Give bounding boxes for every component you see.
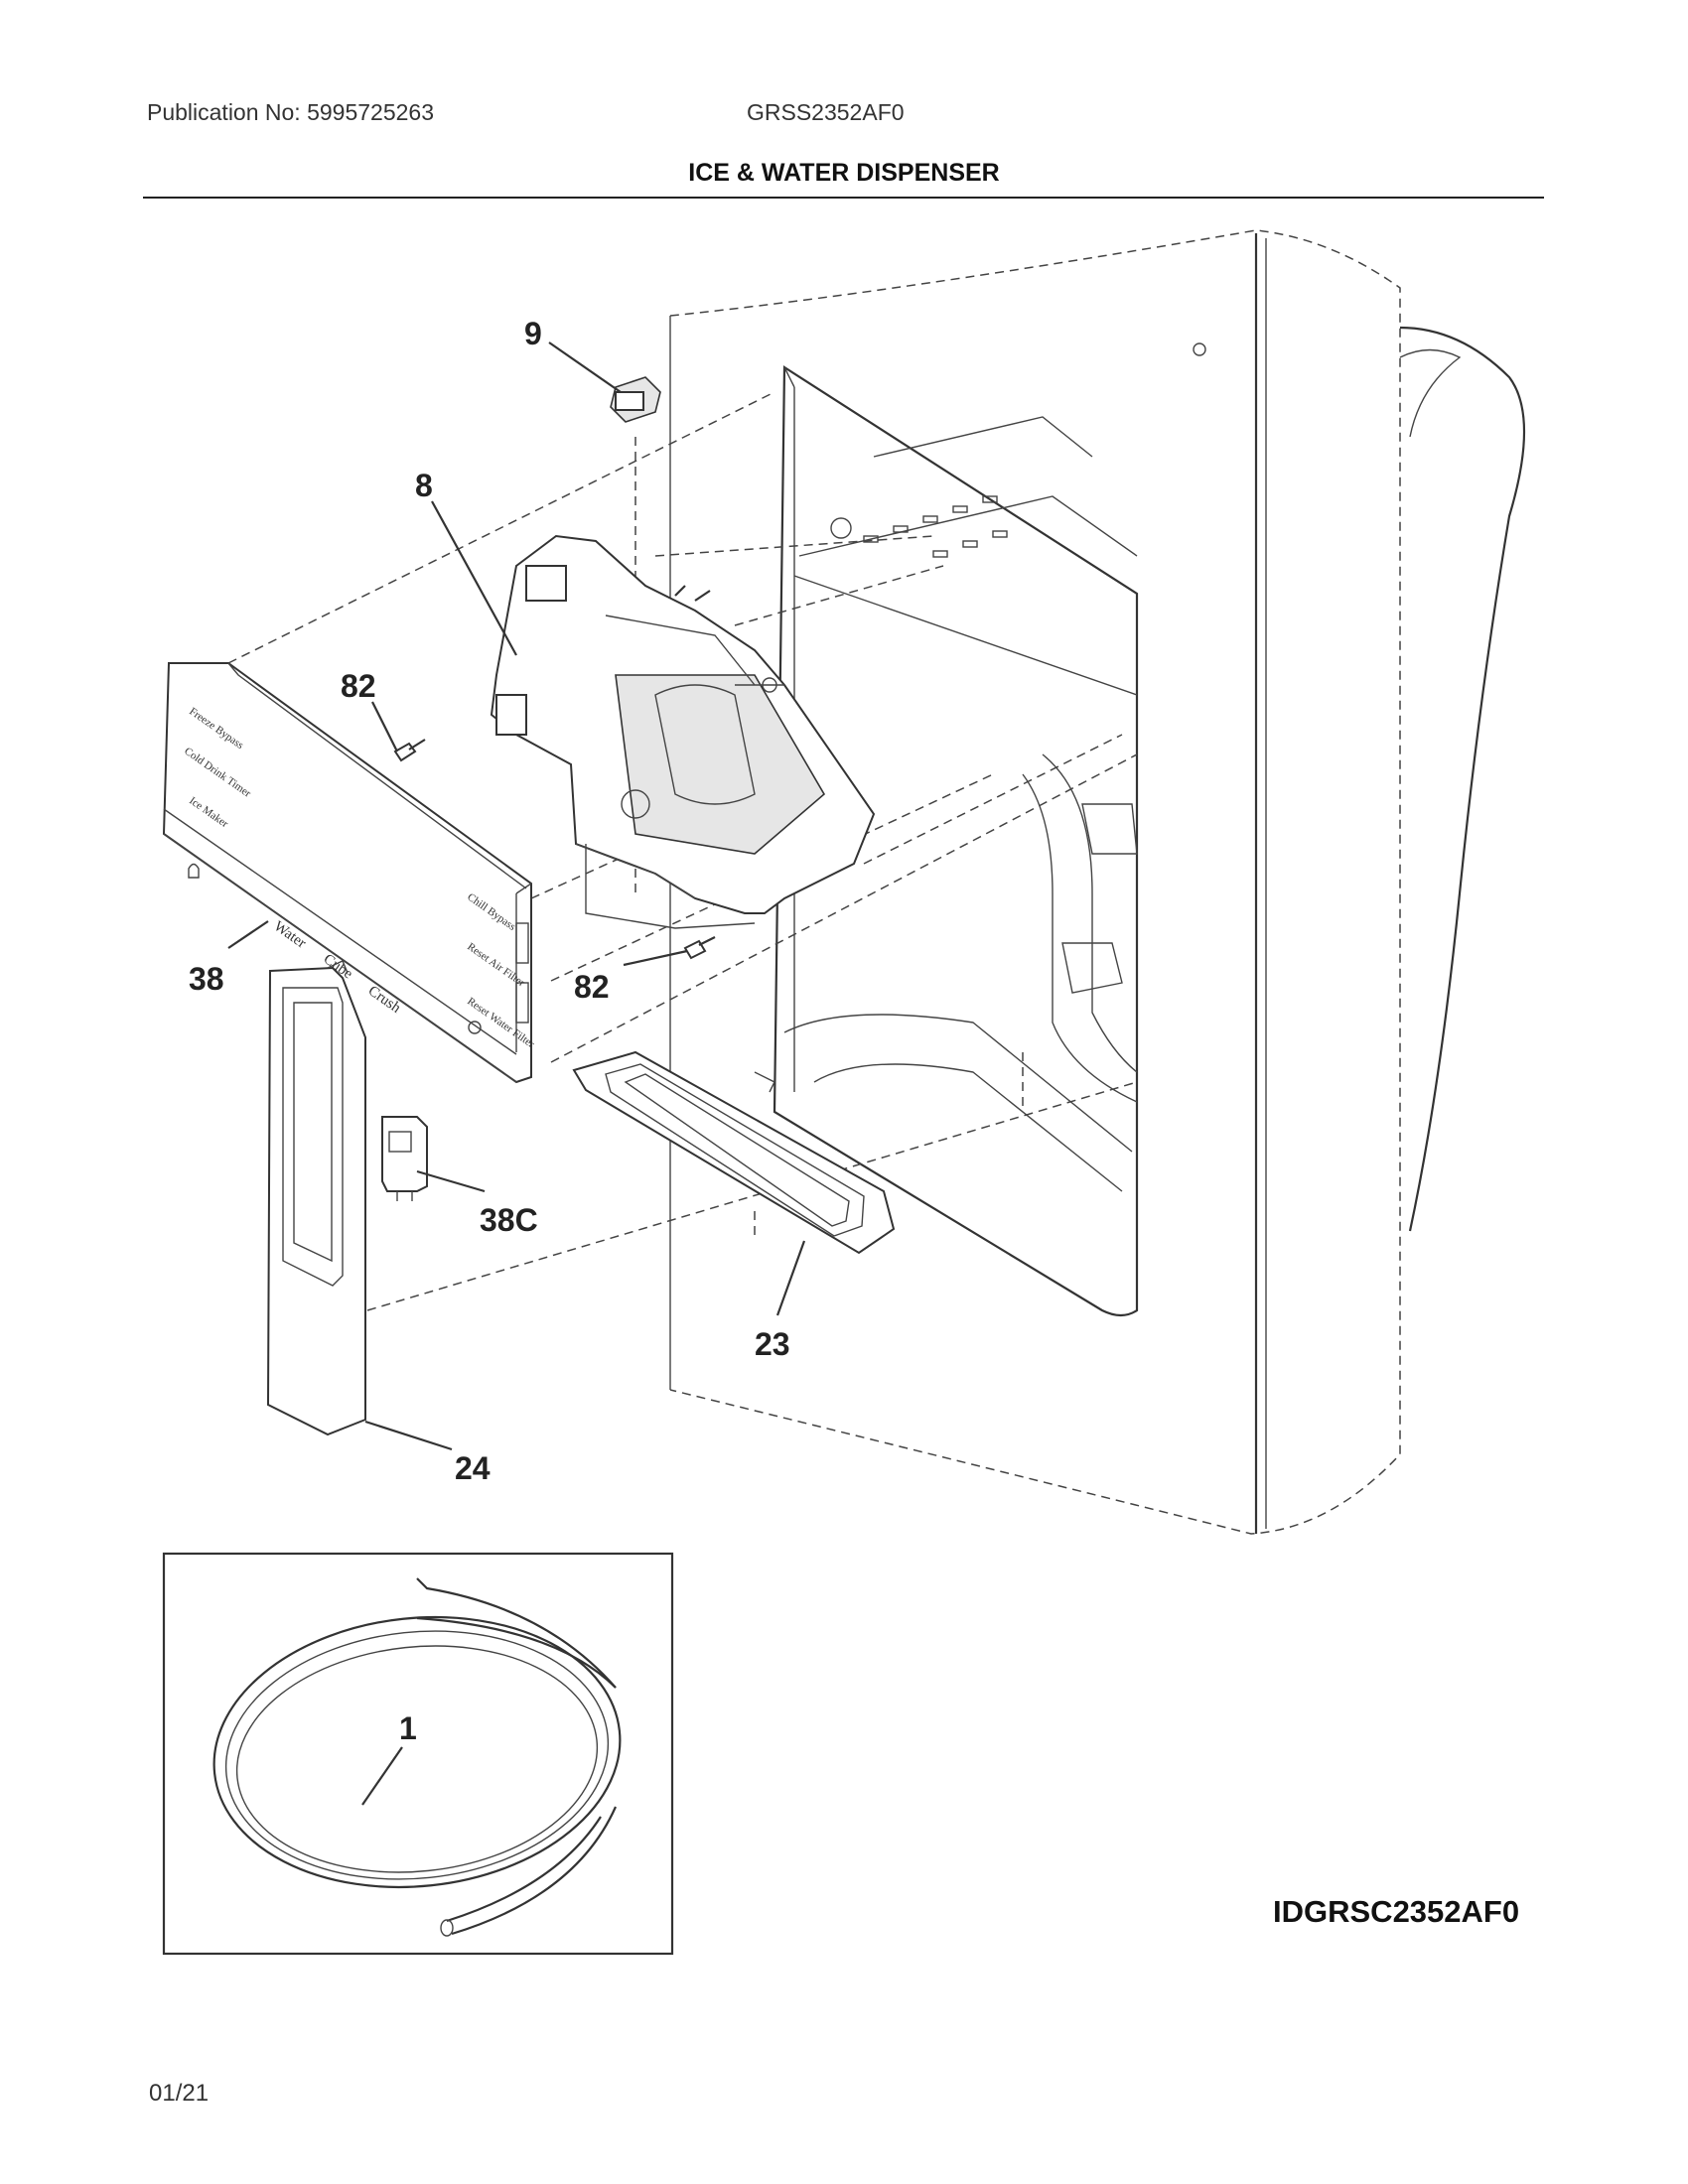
title-rule	[143, 197, 1544, 199]
part-38c-switch[interactable]	[381, 1116, 428, 1201]
part-24-dispenser-paddle[interactable]	[266, 960, 366, 1436]
callout-82-upper: 82	[341, 668, 376, 704]
leader-lines	[227, 341, 806, 1806]
part-8-dispenser-housing[interactable]	[490, 534, 876, 929]
callout-82-lower: 82	[574, 969, 610, 1005]
part-82-screw-upper[interactable]	[393, 739, 426, 762]
publication-number: Publication No: 5995725263	[147, 99, 435, 125]
callout-24: 24	[455, 1450, 491, 1486]
page-title: ICE & WATER DISPENSER	[688, 159, 1000, 187]
callout-23: 23	[755, 1326, 790, 1362]
diagram-id: IDGRSC2352AF0	[1273, 1894, 1520, 1929]
callout-38c: 38C	[480, 1202, 538, 1238]
part-38-control-panel[interactable]: Freeze Bypass Cold Drink Timer Ice Maker…	[162, 662, 537, 1084]
model-number: GRSS2352AF0	[747, 99, 905, 125]
part-1-tubing-box	[162, 1552, 674, 1956]
callout-8: 8	[415, 468, 433, 503]
lock-icon	[188, 863, 200, 879]
part-1-tubing[interactable]	[201, 1577, 633, 1937]
part-23-drip-tray[interactable]	[572, 1050, 896, 1255]
shelf-slots	[863, 495, 1008, 558]
water-drop-icon	[468, 1021, 482, 1034]
callout-38: 38	[189, 961, 224, 997]
part-82-screw-lower[interactable]	[683, 936, 716, 960]
part-9-connector[interactable]	[610, 376, 661, 423]
callout-1: 1	[399, 1710, 417, 1746]
page-number: 01/21	[149, 2080, 210, 2107]
callout-numbers: 9 8 82 82 38 38C 23 24 1	[189, 316, 790, 1746]
door-cabinet	[669, 229, 1526, 1535]
callout-9: 9	[524, 316, 542, 351]
